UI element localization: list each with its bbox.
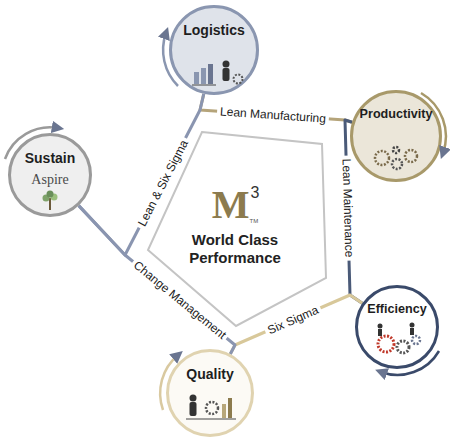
circle-shape <box>10 135 91 216</box>
logo-text: 3 <box>251 185 260 201</box>
node-title: Productivity <box>360 107 433 121</box>
flow-arc <box>421 93 446 153</box>
circle-shape <box>357 287 438 368</box>
circle-shape <box>352 92 441 181</box>
node-title: Sustain <box>25 150 76 166</box>
logo-text: M <box>212 185 250 225</box>
center-title: World Class Performance <box>175 231 295 267</box>
flow-arc <box>160 355 178 410</box>
node-title: Logistics <box>183 22 244 38</box>
flow-arc <box>5 127 58 159</box>
circle-outline <box>166 349 254 437</box>
circle-outline <box>169 5 259 95</box>
flow-arcs <box>5 33 446 410</box>
logo-text: Aspire <box>31 172 68 188</box>
edge-label: Lean Manufacturing <box>216 104 329 126</box>
quality-icon <box>186 395 236 420</box>
flow-arc <box>163 33 178 86</box>
circle-shape <box>171 7 258 94</box>
tree-icon <box>43 191 58 211</box>
logistics-icon <box>192 61 243 86</box>
productivity-icon <box>375 147 417 169</box>
productivity-circle: Productivity <box>350 90 442 182</box>
circle-outline <box>350 90 442 182</box>
efficiency-circle: Efficiency <box>355 285 439 369</box>
logo-text: TM <box>250 217 259 225</box>
node-title: Efficiency <box>367 302 427 316</box>
efficiency-icon <box>378 323 421 354</box>
edge-label: Lean Maintenance <box>339 155 356 260</box>
logo: M3TM <box>212 185 258 225</box>
circle-outline <box>355 285 439 369</box>
flow-arc <box>381 351 439 375</box>
logistics-circle: Logistics <box>169 5 259 95</box>
quality-circle: Quality <box>166 349 254 437</box>
circle-shape <box>168 351 253 436</box>
node-title: Quality <box>186 366 233 382</box>
sustain-circle: SustainAspire <box>8 133 92 217</box>
